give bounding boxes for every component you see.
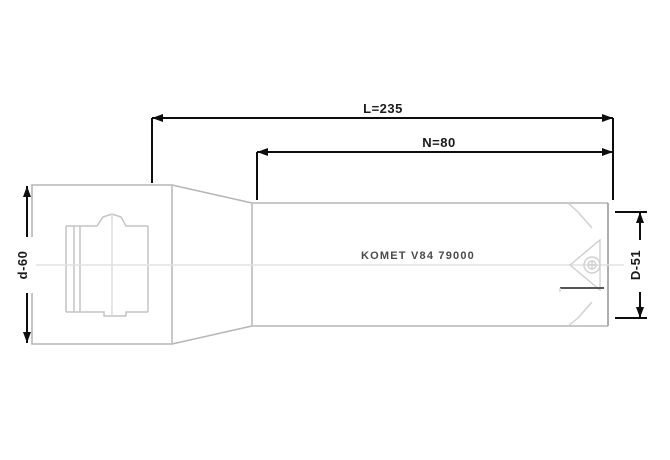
- cutting-diameter-label-bg: [631, 240, 649, 292]
- insert-clamp-screw: [583, 256, 601, 274]
- coupling-lower-step: [97, 311, 148, 317]
- cutting-insert-group: [559, 202, 604, 327]
- coupling-body: [65, 226, 81, 312]
- insert-pocket-upper: [567, 202, 593, 229]
- cutting-diameter-dimension: D-51: [615, 211, 649, 319]
- insert-screw-slot: [588, 261, 596, 269]
- drive-lug-profile: [96, 213, 148, 227]
- cutting-diameter-label: D-51: [628, 250, 643, 280]
- overall-length-label: L=235: [363, 101, 403, 116]
- shank-diameter-arrow-top: [23, 186, 31, 197]
- overall-length-arrow-left: [152, 114, 163, 122]
- overall-length-label-bg: [352, 99, 414, 117]
- coupling-top-land: [66, 225, 97, 313]
- shank-diameter-arrow-bottom: [23, 332, 31, 343]
- usable-length-arrow-left: [257, 148, 268, 156]
- usable-length-dimension: N=80: [256, 133, 614, 200]
- usable-length-label-bg: [410, 133, 468, 151]
- cutting-diameter-arrow-bottom: [636, 307, 644, 318]
- shank-diameter-label-bg: [18, 237, 36, 293]
- overall-length-dimension: L=235: [151, 99, 614, 200]
- overall-length-arrow-right: [602, 114, 613, 122]
- tool-body-marking: KOMET V84 79000: [361, 250, 475, 262]
- shank-outline: [252, 202, 608, 327]
- usable-length-arrow-right: [602, 148, 613, 156]
- shank-diameter-dimension: d-60: [15, 186, 36, 343]
- tool-body-marking-group: KOMET V84 79000: [361, 250, 475, 262]
- usable-length-label: N=80: [422, 135, 455, 150]
- shank-diameter-label: d-60: [15, 251, 30, 280]
- cutting-diameter-arrow-top: [636, 212, 644, 223]
- insert-pocket-lower: [567, 301, 593, 327]
